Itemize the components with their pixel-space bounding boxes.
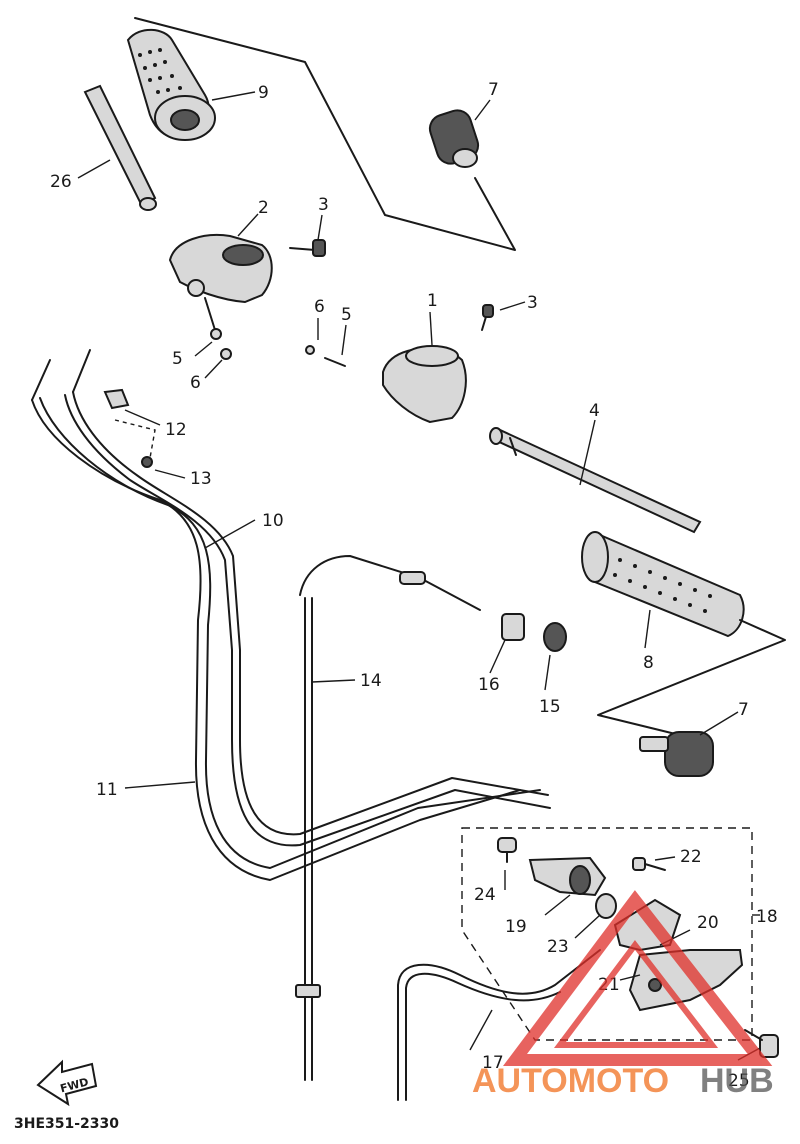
left-grip-part xyxy=(581,531,745,638)
choke-cable-part xyxy=(397,949,601,1101)
callout-14: 14 xyxy=(360,671,382,691)
washer-part xyxy=(595,893,617,919)
screw-part xyxy=(204,297,232,360)
throttle-grip-part xyxy=(126,28,216,141)
bar-end-weight-part xyxy=(428,109,480,168)
callout-9: 9 xyxy=(258,83,269,103)
leader-bracket-right xyxy=(597,619,786,741)
callout-8: 8 xyxy=(643,653,654,673)
callout-1: 1 xyxy=(427,291,438,311)
diagram-code: 3HE351-2330 xyxy=(14,1116,119,1132)
callout-13: 13 xyxy=(190,469,212,489)
callout-15: 15 xyxy=(539,697,561,717)
callout-19: 19 xyxy=(505,917,527,937)
callout-6: 6 xyxy=(314,297,325,317)
callout-20: 20 xyxy=(697,913,719,933)
watermark-text-primary: AUTOMOTO xyxy=(472,1062,669,1100)
forward-arrow-icon: FWD xyxy=(36,1059,98,1107)
screw-part xyxy=(632,857,666,871)
throttle-tube-part xyxy=(83,84,157,211)
callout-11: 11 xyxy=(96,780,118,800)
callout-12: 12 xyxy=(165,420,187,440)
grip-holder-part xyxy=(168,234,273,304)
callout-5: 5 xyxy=(172,349,183,369)
adjuster-nut-part xyxy=(501,613,567,652)
screw-part xyxy=(481,304,494,331)
bar-end-weight-part xyxy=(639,731,714,777)
leader-dashed-12 xyxy=(114,419,156,459)
bolt-part xyxy=(744,1029,779,1058)
callout-3: 3 xyxy=(527,293,538,313)
screw-part xyxy=(289,239,326,257)
callout-7: 7 xyxy=(738,700,749,720)
leader-lines xyxy=(77,91,761,1061)
callout-5: 5 xyxy=(341,305,352,325)
watermark-text-secondary: HUB xyxy=(700,1062,774,1100)
callout-10: 10 xyxy=(262,511,284,531)
lever-assy-group-outline xyxy=(461,827,753,1041)
callout-22: 22 xyxy=(680,847,702,867)
callout-25: 25 xyxy=(728,1071,750,1091)
handlebar-tube-part xyxy=(489,427,702,534)
callout-4: 4 xyxy=(589,401,600,421)
callout-18: 18 xyxy=(756,907,778,927)
leader-bracket-top xyxy=(134,17,516,251)
throttle-cable-part xyxy=(31,349,551,881)
callout-2: 2 xyxy=(258,198,269,218)
callout-6: 6 xyxy=(190,373,201,393)
callout-3: 3 xyxy=(318,195,329,215)
callout-7: 7 xyxy=(488,80,499,100)
handlebar-switch-part xyxy=(382,345,467,424)
choke-lever-part xyxy=(528,856,607,897)
callout-17: 17 xyxy=(482,1053,504,1073)
clutch-cable-part xyxy=(295,555,481,1081)
callout-16: 16 xyxy=(478,675,500,695)
callout-24: 24 xyxy=(474,885,496,905)
screw-part xyxy=(103,388,153,468)
callout-26: 26 xyxy=(50,172,72,192)
screw-part xyxy=(305,345,346,367)
callout-23: 23 xyxy=(547,937,569,957)
watermark-logo xyxy=(503,890,773,1066)
bolt-part xyxy=(497,837,517,863)
